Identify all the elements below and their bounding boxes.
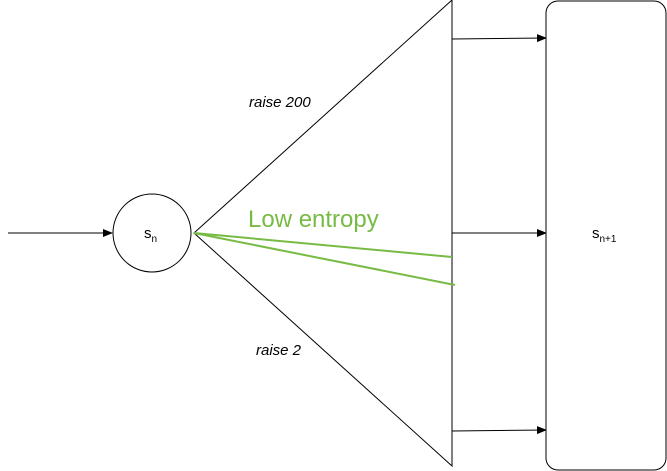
- action-range-triangle: [193, 0, 453, 468]
- state-node-next-label: sn+1: [592, 225, 617, 245]
- low-entropy-line-2: [193, 232, 456, 286]
- raise-2-label: raise 2: [256, 342, 302, 359]
- low-entropy-line-1: [193, 232, 453, 258]
- raise-200-label: raise 200: [249, 94, 311, 111]
- outgoing-arrow-bottom: [451, 426, 547, 435]
- state-node-current: [112, 193, 192, 273]
- state-node-next: [545, 0, 667, 471]
- low-entropy-label: Low entropy: [248, 206, 379, 233]
- state-node-current-label: sn: [144, 225, 157, 245]
- outgoing-arrow-top: [451, 34, 547, 43]
